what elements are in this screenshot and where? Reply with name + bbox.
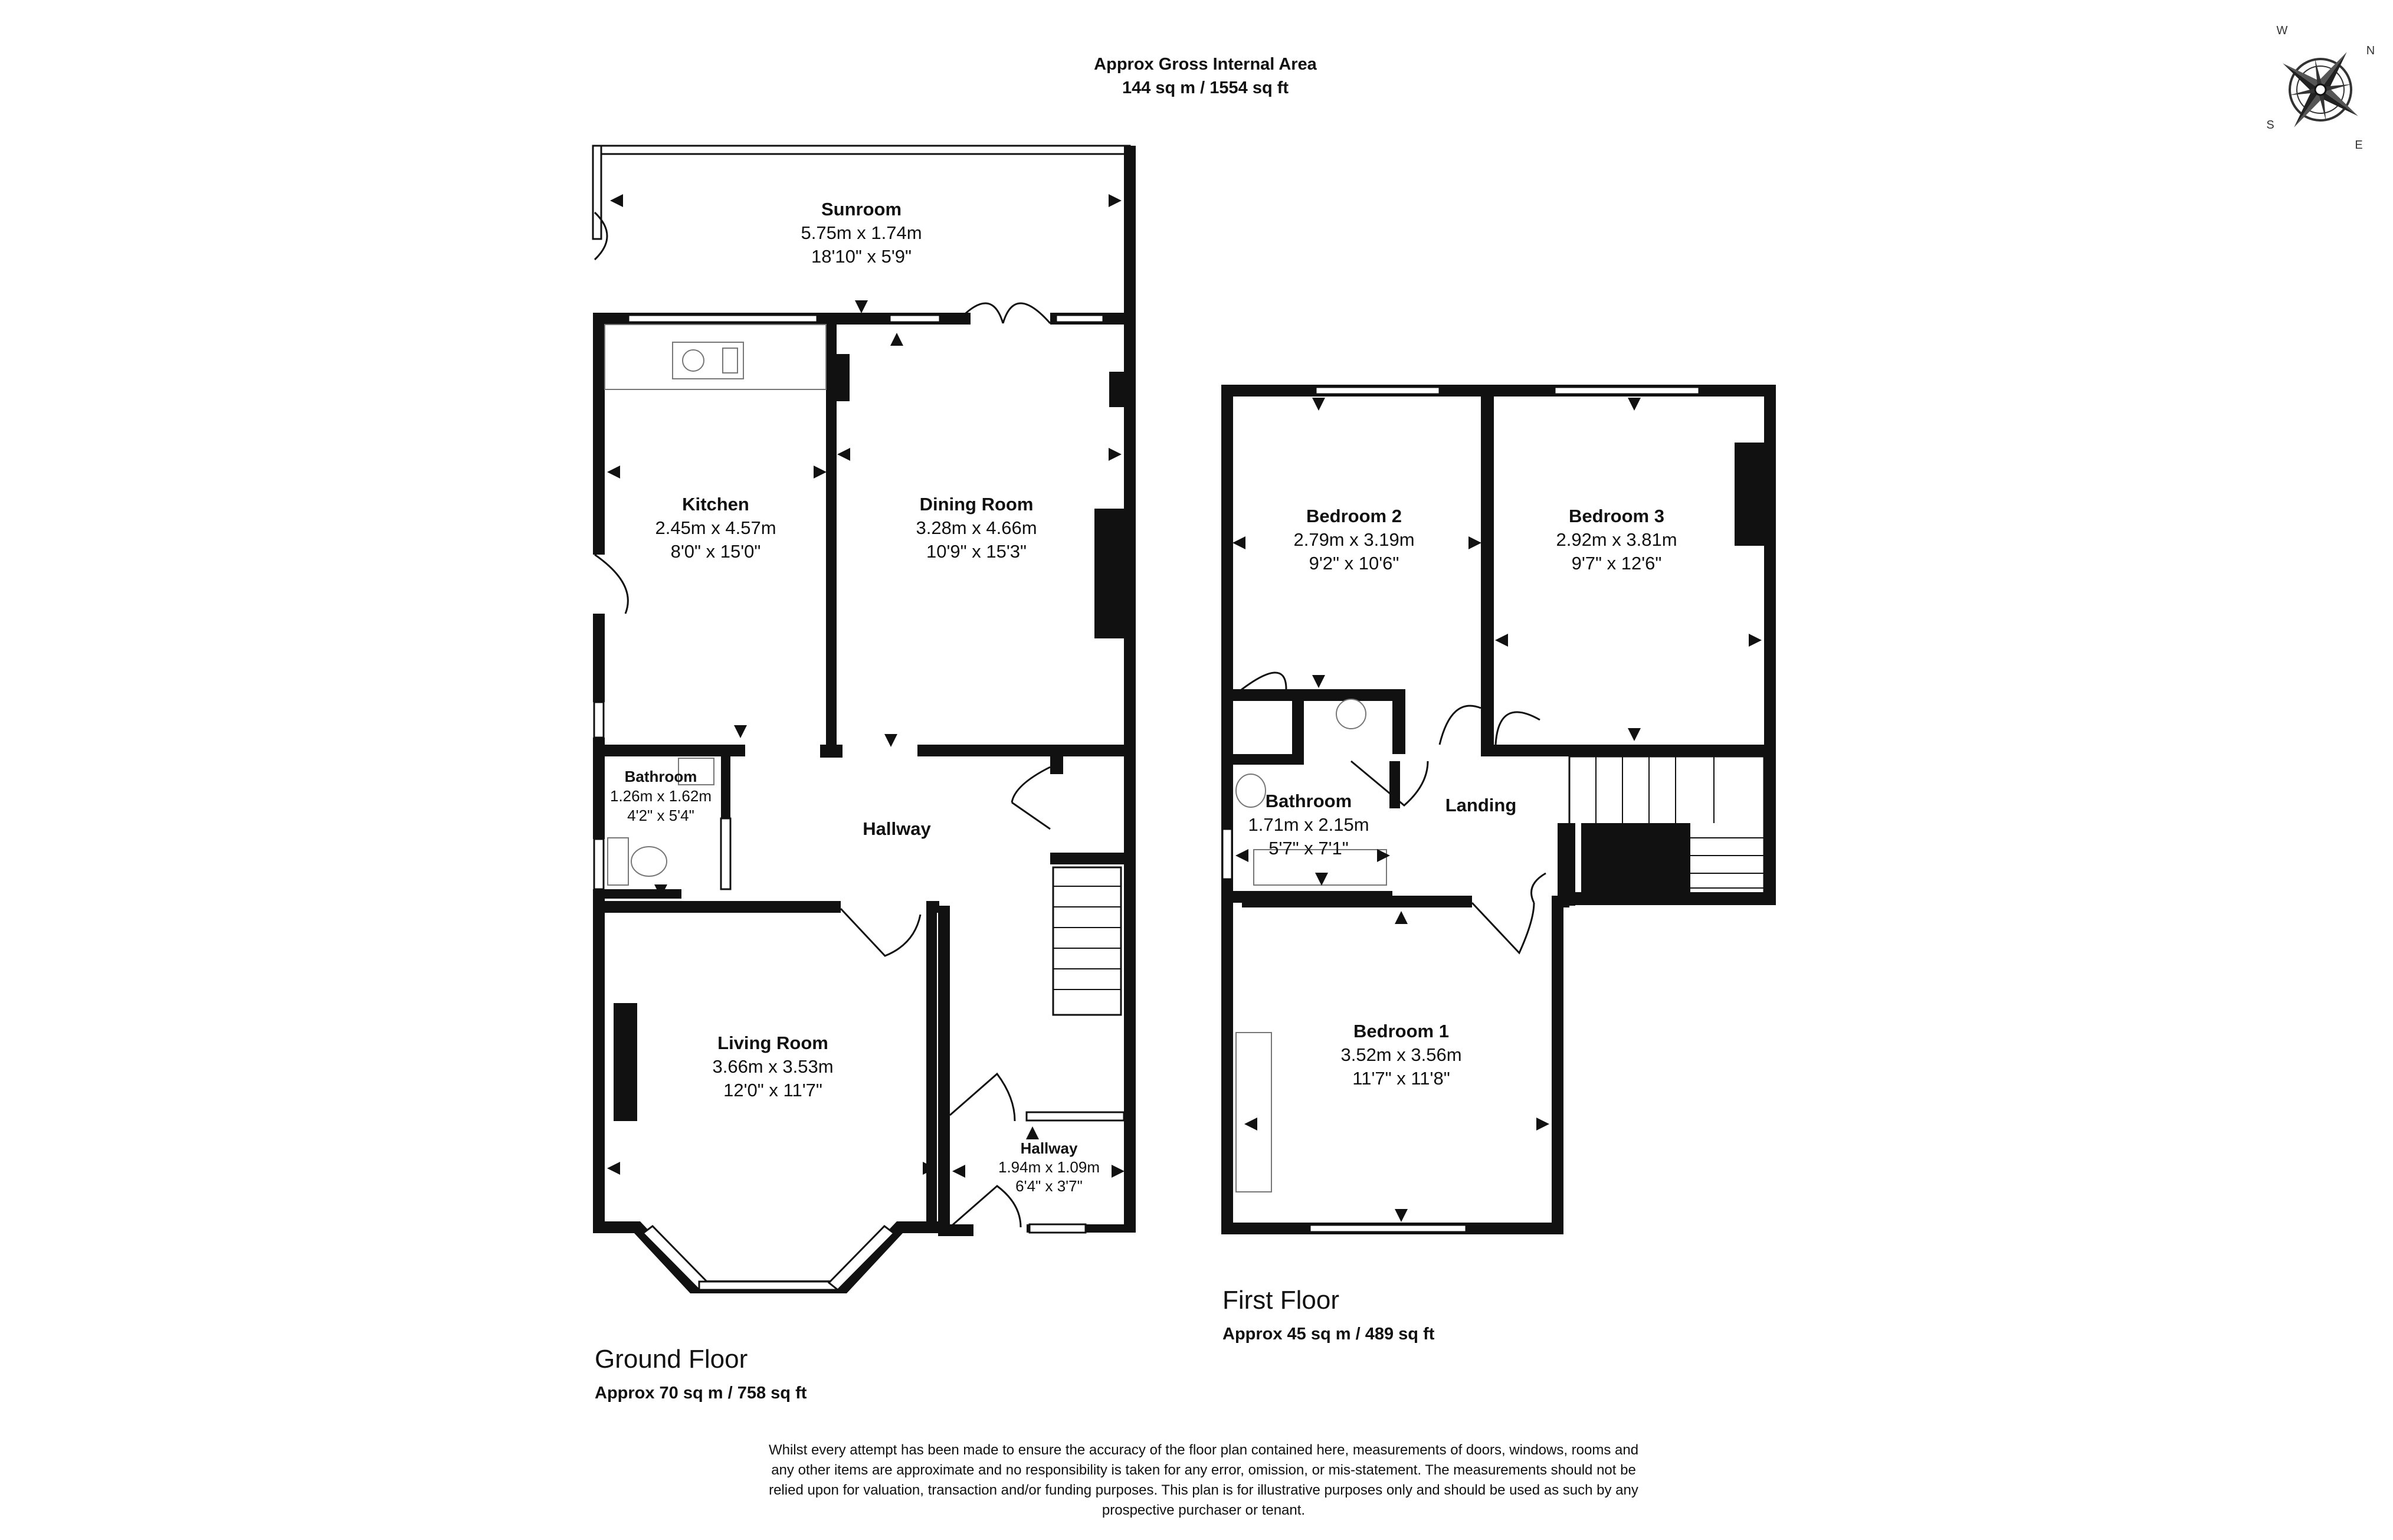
dimension-marker [1315,873,1328,886]
ground-floor-area: Approx 70 sq m / 758 sq ft [595,1384,807,1403]
dimension-marker [1312,398,1325,411]
dimension-marker [890,333,903,346]
dimension-marker [1395,1209,1408,1222]
ground-hallway-name: Hallway [863,818,931,839]
bedroom2-imperial: 9'2" x 10'6" [1309,553,1399,574]
dimension-marker [1395,911,1408,924]
disclaimer: Whilst every attempt has been made to en… [769,1442,1638,1518]
bedroom1-imperial: 11'7" x 11'8" [1352,1068,1450,1089]
first-bathroom-name: Bathroom [1266,791,1352,811]
room-first-bathroom: Bathroom 1.71m x 2.15m 5'7" x 7'1" [1248,791,1369,859]
kitchen-imperial: 8'0" x 15'0" [671,541,761,562]
dimension-marker [1377,849,1390,862]
bedroom2-metric: 2.79m x 3.19m [1293,529,1414,550]
ground-bathroom-name: Bathroom [625,768,697,785]
compass-s: S [2266,119,2274,132]
dimension-marker [1628,728,1641,741]
dimension-marker [814,466,827,479]
dining-name: Dining Room [920,494,1034,515]
dimension-marker [1749,634,1762,647]
disclaimer-line-1: Whilst every attempt has been made to en… [769,1442,1638,1458]
dimension-marker [1628,398,1641,411]
first-bathroom-imperial: 5'7" x 7'1" [1268,838,1349,859]
ground-floor-label: Ground Floor [595,1345,748,1374]
first-floor-plan [1221,385,1776,1234]
dimension-marker [884,734,897,747]
room-porch-hallway: Hallway 1.94m x 1.09m 6'4" x 3'7" [998,1139,1100,1195]
ground-bathroom-imperial: 4'2" x 5'4" [627,807,694,824]
room-bedroom2: Bedroom 2 2.79m x 3.19m 9'2" x 10'6" [1293,506,1414,574]
room-dining: Dining Room 3.28m x 4.66m 10'9" x 15'3" [916,494,1037,562]
compass-n: N [2366,44,2375,57]
dimension-marker [1244,1118,1257,1131]
bedroom2-name: Bedroom 2 [1306,506,1402,526]
dimension-marker [1112,1165,1125,1178]
dimension-marker [607,1162,620,1175]
dining-imperial: 10'9" x 15'3" [926,541,1027,562]
compass-e: E [2355,139,2362,152]
dimension-marker [1109,448,1122,461]
porch-name: Hallway [1021,1139,1078,1157]
first-floor-label: First Floor [1222,1286,1339,1315]
bedroom1-name: Bedroom 1 [1353,1021,1449,1041]
living-name: Living Room [717,1033,828,1053]
bedroom3-name: Bedroom 3 [1569,506,1664,526]
compass-icon [2283,52,2358,127]
dimension-marker [734,725,747,738]
ground-floor-plan [592,145,1136,1293]
bedroom1-metric: 3.52m x 3.56m [1340,1044,1461,1065]
dimension-marker [837,448,850,461]
dimension-marker [923,1162,936,1175]
gross-area-value: 144 sq m / 1554 sq ft [1122,78,1289,97]
first-floor-area: Approx 45 sq m / 489 sq ft [1222,1325,1435,1344]
bedroom3-metric: 2.92m x 3.81m [1556,529,1677,550]
dimension-marker [1468,536,1481,549]
first-bathroom-metric: 1.71m x 2.15m [1248,814,1369,835]
room-kitchen: Kitchen 2.45m x 4.57m 8'0" x 15'0" [655,494,776,562]
bedroom3-imperial: 9'7" x 12'6" [1572,553,1662,574]
sunroom-name: Sunroom [821,199,902,219]
dimension-marker [1109,194,1122,207]
kitchen-name: Kitchen [682,494,749,515]
gross-area-title: Approx Gross Internal Area [1094,55,1317,74]
ground-bathroom-metric: 1.26m x 1.62m [610,787,712,805]
disclaimer-line-3: relied upon for valuation, transaction a… [769,1482,1638,1498]
dining-metric: 3.28m x 4.66m [916,517,1037,538]
dimension-marker [607,466,620,479]
dimension-markers [607,194,1762,1222]
dimension-marker [1536,1118,1549,1131]
room-living: Living Room 3.66m x 3.53m 12'0" x 11'7" [712,1033,833,1100]
sunroom-imperial: 18'10" x 5'9" [811,246,912,267]
dimension-marker [1026,1126,1039,1139]
room-sunroom: Sunroom 5.75m x 1.74m 18'10" x 5'9" [801,199,922,267]
porch-imperial: 6'4" x 3'7" [1015,1177,1083,1195]
room-ground-bathroom: Bathroom 1.26m x 1.62m 4'2" x 5'4" [610,768,712,824]
disclaimer-line-4: prospective purchaser or tenant. [1102,1502,1305,1518]
room-bedroom3: Bedroom 3 2.92m x 3.81m 9'7" x 12'6" [1556,506,1677,574]
landing-name: Landing [1445,795,1517,815]
living-metric: 3.66m x 3.53m [712,1056,833,1077]
porch-metric: 1.94m x 1.09m [998,1158,1100,1176]
dimension-marker [1312,675,1325,688]
compass-w: W [2277,24,2288,37]
dimension-marker [855,300,868,313]
room-bedroom1: Bedroom 1 3.52m x 3.56m 11'7" x 11'8" [1340,1021,1461,1089]
dimension-marker [654,884,667,897]
dimension-marker [1235,849,1248,862]
dimension-marker [1232,536,1245,549]
dimension-marker [1495,634,1508,647]
dimension-marker [952,1165,965,1178]
kitchen-metric: 2.45m x 4.57m [655,517,776,538]
living-imperial: 12'0" x 11'7" [723,1080,822,1100]
dimension-marker [610,194,623,207]
sunroom-metric: 5.75m x 1.74m [801,222,922,243]
disclaimer-line-2: any other items are approximate and no r… [771,1462,1636,1478]
